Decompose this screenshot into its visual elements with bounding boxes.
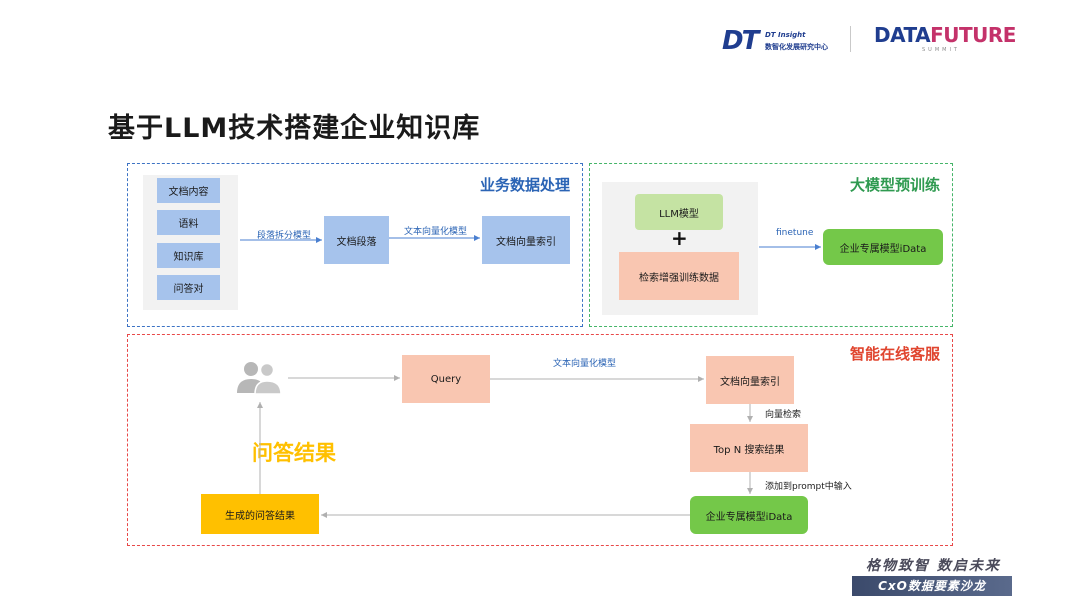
df-logo-sub: SUMMIT — [922, 47, 960, 53]
llm-model-node: LLM模型 — [635, 194, 723, 230]
df-logo-part2: FUTURE — [930, 23, 1016, 47]
pretrain-section-title: 大模型预训练 — [849, 176, 940, 194]
dt-logo-mark: DT — [722, 26, 759, 56]
dt-insight-logo: DT DT Insight 数智化发展研究中心 — [722, 26, 832, 56]
retrieval-training-data-node: 检索增强训练数据 — [619, 252, 739, 300]
business-data-section: 业务数据处理 — [127, 163, 583, 327]
source-qa-pairs: 问答对 — [157, 275, 220, 300]
users-icon — [237, 362, 282, 395]
finetune-label: finetune — [776, 228, 814, 238]
footer-slogan: 格物致智 数启未来 — [866, 558, 1001, 574]
plus-sign: + — [671, 226, 688, 250]
logo-divider — [850, 26, 851, 52]
enterprise-model-node-bottom: 企业专属模型iData — [690, 496, 808, 534]
text-vectorize-label-bottom: 文本向量化模型 — [553, 359, 617, 369]
enterprise-model-node-top: 企业专属模型iData — [823, 229, 943, 265]
business-section-title: 业务数据处理 — [479, 176, 570, 194]
doc-vector-index-node-top: 文档向量索引 — [482, 216, 570, 264]
source-knowledge-base: 知识库 — [157, 243, 220, 268]
text-vectorize-label-top: 文本向量化模型 — [404, 227, 468, 237]
online-service-section: 智能在线客服 — [127, 334, 953, 546]
dt-logo-line2: 数智化发展研究中心 — [765, 43, 828, 51]
generated-answer-node: 生成的问答结果 — [201, 494, 319, 534]
top-n-results-node: Top N 搜索结果 — [690, 424, 808, 472]
answer-result-label: 问答结果 — [252, 441, 336, 465]
add-to-prompt-label: 添加到prompt中输入 — [765, 482, 852, 492]
pretrain-section: 大模型预训练 — [589, 163, 953, 327]
service-section-title: 智能在线客服 — [849, 345, 940, 363]
dt-logo-line1: DT Insight — [765, 31, 806, 39]
footer-badge: CxO数据要素沙龙 — [852, 576, 1012, 596]
footer-badge-text: CxO数据要素沙龙 — [878, 579, 986, 593]
query-node: Query — [402, 355, 490, 403]
doc-vector-index-node-bottom: 文档向量索引 — [706, 356, 794, 404]
data-future-logo: DATAFUTURE SUMMIT — [874, 22, 1016, 56]
source-doc-content: 文档内容 — [157, 178, 220, 203]
doc-segments-node: 文档段落 — [324, 216, 389, 264]
df-logo-part1: DATA — [874, 23, 931, 47]
df-logo-text: DATAFUTURE — [874, 22, 1016, 48]
vector-search-label: 向量检索 — [765, 410, 802, 420]
source-corpus: 语料 — [157, 210, 220, 235]
paragraph-split-label: 段落拆分模型 — [257, 231, 312, 241]
page-title: 基于LLM技术搭建企业知识库 — [108, 113, 481, 144]
